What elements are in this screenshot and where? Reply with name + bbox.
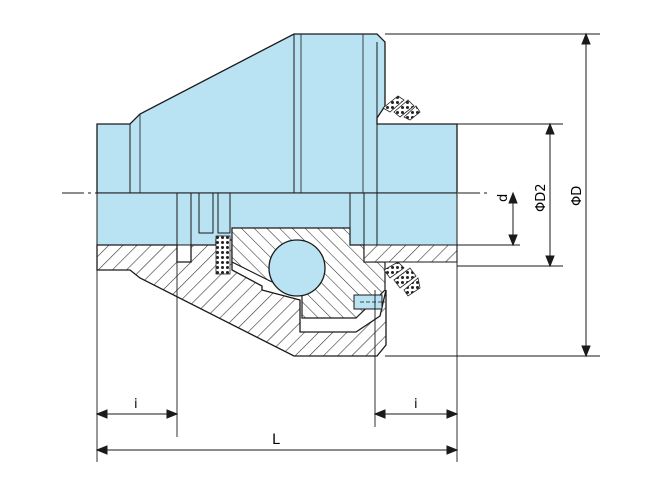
extension-lines — [96, 33, 600, 462]
label-i-right: i — [414, 397, 418, 412]
dimension-lines — [95, 32, 591, 455]
label-i-left: i — [134, 397, 138, 412]
label-D: ΦD — [570, 186, 585, 206]
upper-seals — [382, 95, 421, 121]
bearing-ball — [268, 239, 326, 297]
label-d: d — [496, 194, 511, 202]
hub-section — [96, 239, 387, 357]
label-D2: ΦD2 — [534, 183, 549, 212]
label-L: L — [272, 432, 280, 448]
lower-section — [96, 227, 458, 357]
